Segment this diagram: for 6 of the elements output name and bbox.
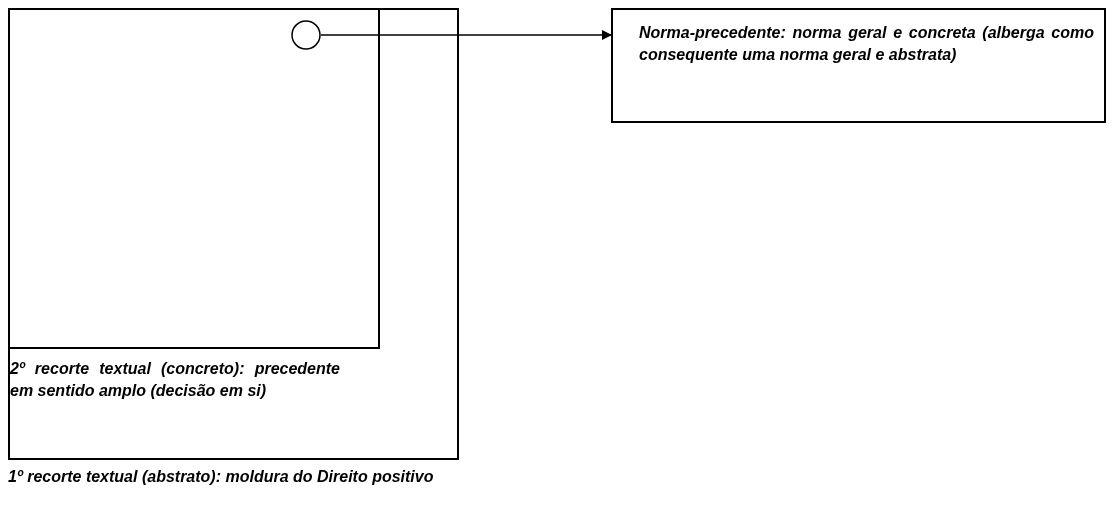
caption-text: 2º recorte textual (concreto): precedente em sentido amplo (decisão em si) [10,359,340,401]
arrow [320,30,612,40]
caption-text: 1º recorte textual (abstrato): moldura do Direito positivo [8,467,435,487]
text-box [611,8,1106,123]
circle-shape [291,20,321,50]
caption-text: Norma-precedente: norma geral e concreta (alberga como consequente uma norma geral e abstrata) [639,23,1094,65]
